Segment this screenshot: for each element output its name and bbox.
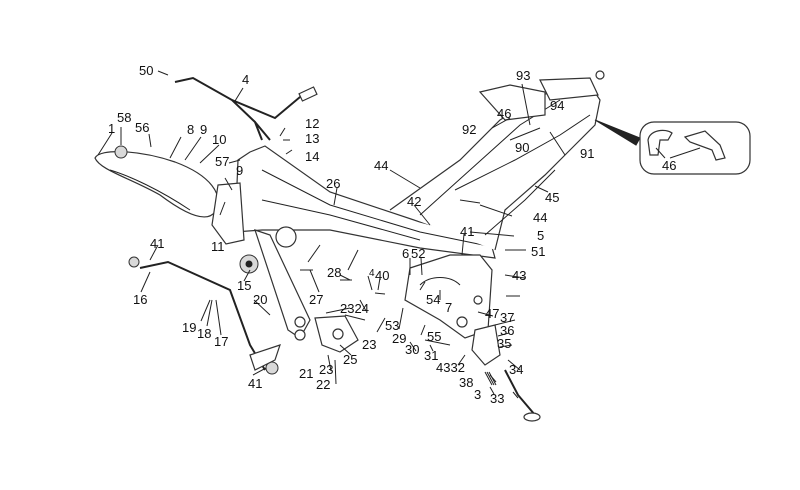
callout-7: 7 [445, 300, 452, 315]
callout-52: 52 [411, 246, 425, 261]
callout-37: 37 [500, 310, 514, 325]
callout-34: 34 [509, 362, 523, 377]
rubber-bush [114, 145, 128, 159]
callout-16: 16 [133, 292, 147, 307]
callout-56: 56 [135, 120, 149, 135]
callout-30: 30 [405, 342, 419, 357]
callout-11: 11 [211, 239, 225, 254]
callout-91: 91 [580, 146, 594, 161]
callout-47: 47 [485, 306, 499, 321]
callout-2324: 2324 [340, 301, 369, 316]
callout-19: 19 [182, 320, 196, 335]
callout-8: 8 [187, 122, 194, 137]
callout-46-inset: 46 [662, 158, 676, 173]
callout-41-bottom: 41 [248, 376, 262, 391]
rear-subframe [389, 84, 601, 251]
callout-labels: 50 4 58 1 56 8 9 10 12 13 14 57 9 11 26 … [108, 63, 676, 406]
callout-23: 23 [362, 337, 376, 352]
callout-58: 58 [117, 110, 131, 125]
callout-3: 3 [474, 387, 481, 402]
crash-bar [94, 151, 219, 218]
callout-50: 50 [139, 63, 153, 78]
callout-27: 27 [309, 292, 323, 307]
callout-57: 57 [215, 154, 229, 169]
callout-20: 20 [253, 292, 267, 307]
callout-12: 12 [305, 116, 319, 131]
callout-23-lower: 23 [319, 362, 333, 377]
callout-15: 15 [237, 278, 251, 293]
callout-1: 1 [108, 121, 115, 136]
callout-41-upper: 41 [460, 224, 474, 239]
callout-51: 51 [531, 244, 545, 259]
callout-36: 36 [500, 323, 514, 338]
side-stand [504, 369, 536, 416]
callout-5: 5 [537, 228, 544, 243]
callout-94: 94 [550, 98, 564, 113]
callout-92: 92 [462, 122, 476, 137]
callout-9-lower: 9 [236, 163, 243, 178]
callout-28: 28 [327, 265, 341, 280]
callout-29: 29 [392, 331, 406, 346]
callout-45: 45 [545, 190, 559, 205]
frame-line-art [94, 70, 751, 422]
callout-31: 31 [424, 348, 438, 363]
callout-54: 54 [426, 292, 440, 307]
callout-53: 53 [385, 318, 399, 333]
callout-4-mid: 4 [369, 268, 375, 279]
callout-46: 46 [497, 106, 511, 121]
callout-25: 25 [343, 352, 357, 367]
callout-33: 33 [490, 391, 504, 406]
callout-35: 35 [497, 336, 511, 351]
callout-14: 14 [305, 149, 319, 164]
callout-22: 22 [316, 377, 330, 392]
callout-40: 40 [375, 268, 389, 283]
callout-93: 93 [516, 68, 530, 83]
callout-4332: 4332 [436, 360, 465, 375]
callout-44: 44 [374, 158, 388, 173]
callout-41-left: 41 [150, 236, 164, 251]
grab-handle [174, 76, 309, 141]
callout-38: 38 [459, 375, 473, 390]
callout-17: 17 [214, 334, 228, 349]
inset-pointer [594, 119, 641, 146]
callout-9: 9 [200, 122, 207, 137]
callout-90: 90 [515, 140, 529, 155]
callout-21: 21 [299, 366, 313, 381]
callout-43: 43 [512, 268, 526, 283]
callout-4: 4 [242, 72, 249, 87]
lower-frame-arm [254, 229, 311, 339]
callout-6: 6 [402, 246, 409, 261]
callout-18: 18 [197, 326, 211, 341]
callout-44-rear: 44 [533, 210, 547, 225]
callout-55: 55 [427, 329, 441, 344]
callout-13: 13 [305, 131, 319, 146]
leader-lines [97, 70, 701, 399]
callout-42: 42 [407, 194, 421, 209]
callout-10: 10 [212, 132, 226, 147]
callout-26: 26 [326, 176, 340, 191]
